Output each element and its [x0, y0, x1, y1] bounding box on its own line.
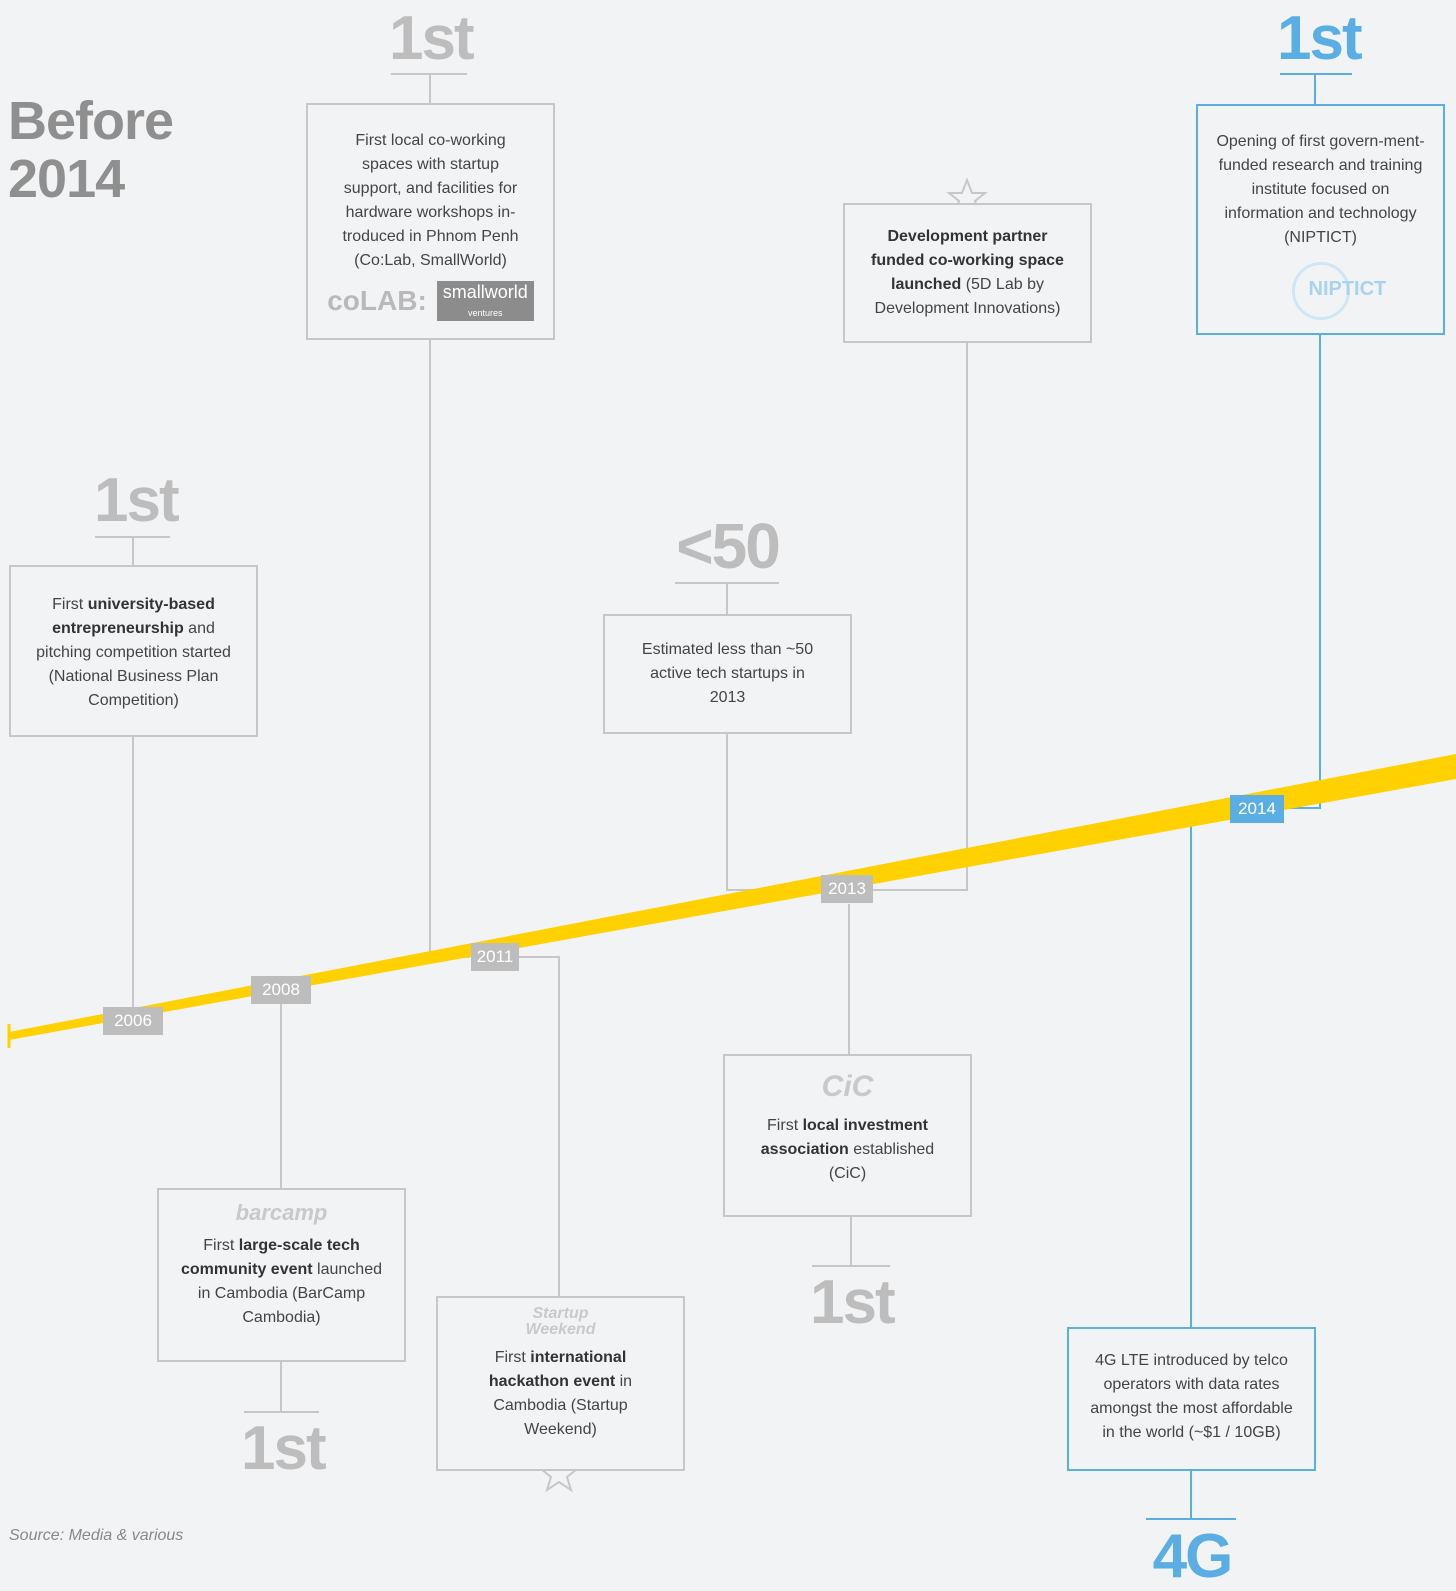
text: launched in Cambodia (BarCamp Cambodia) — [197, 1261, 382, 1326]
niptict-text: Opening of first govern-ment-funded rese… — [1216, 133, 1425, 246]
text: in Cambodia (Startup Weekend) — [493, 1373, 633, 1438]
timeline-band — [9, 754, 1456, 1040]
niptict-logo-text: NIPTICT — [1308, 278, 1387, 300]
year-2006: 2006 — [103, 1007, 163, 1035]
cic-logo: CiC — [821, 1070, 874, 1103]
year-2008: 2008 — [251, 976, 311, 1004]
page-title: Before 2014 — [8, 91, 174, 209]
colab-logo: coLAB: — [327, 285, 427, 316]
event-cic: CiC First local investment association e… — [723, 1054, 972, 1217]
event-niptict: Opening of first govern-ment-funded rese… — [1196, 104, 1445, 335]
event-hackathon: Startup Weekend First international hack… — [436, 1296, 685, 1471]
bold-text: large-scale tech community event — [181, 1237, 360, 1278]
first-badge-blue: 1st — [1277, 4, 1363, 73]
smallworld-logo-text: smallworld — [442, 282, 528, 302]
text: and pitching competition started (Nation… — [36, 620, 231, 709]
text: (5D Lab by Development Innovations) — [874, 276, 1061, 317]
first-badge: 1st — [241, 1414, 327, 1483]
event-4g-lte: 4G LTE introduced by telco operators wit… — [1067, 1327, 1316, 1471]
event-barcamp: barcamp First large-scale tech community… — [157, 1188, 406, 1362]
coworking-text: First local co-working spaces with start… — [342, 132, 519, 269]
niptict-logo: NIPTICT — [1291, 262, 1386, 320]
event-university-competition: First university-based entrepreneurship … — [9, 565, 258, 737]
startup-weekend-logo: Startup Weekend — [456, 1306, 665, 1338]
title-line2: 2014 — [8, 149, 125, 209]
bold-text: university-based entrepreneurship — [52, 596, 215, 637]
first-badge: 1st — [810, 1268, 896, 1337]
4g-badge: 4G — [1152, 1522, 1234, 1591]
event-coworking: First local co-working spaces with start… — [306, 103, 555, 340]
first-badge: 1st — [94, 466, 180, 535]
first-badge: 1st — [389, 4, 475, 73]
text: established (CiC) — [828, 1141, 935, 1182]
year-2011: 2011 — [471, 943, 519, 971]
source-note: Source: Media & various — [9, 1527, 184, 1544]
year-2013: 2013 — [821, 875, 873, 903]
less-than-50-badge: <50 — [676, 510, 781, 582]
event-startups-estimate: Estimated less than ~50 active tech star… — [603, 614, 852, 734]
logo-line2: Weekend — [525, 1321, 596, 1338]
barcamp-logo: barcamp — [235, 1200, 328, 1225]
smallworld-logo: smallworld ventures — [436, 281, 534, 321]
text: First — [203, 1237, 239, 1254]
logo-line1: Startup — [532, 1305, 589, 1322]
bold-text: local investment association — [760, 1117, 928, 1158]
title-line1: Before — [8, 91, 174, 151]
event-5d-lab: Development partner funded co-working sp… — [843, 203, 1092, 343]
year-2014: 2014 — [1230, 795, 1284, 823]
text: First — [494, 1349, 531, 1366]
text: First — [767, 1117, 803, 1134]
smallworld-logo-sub: ventures — [468, 308, 503, 318]
text: First — [52, 596, 88, 613]
bold-text: international hackathon event — [488, 1349, 627, 1390]
bold-text: Development partner funded co-working sp… — [871, 228, 1064, 293]
